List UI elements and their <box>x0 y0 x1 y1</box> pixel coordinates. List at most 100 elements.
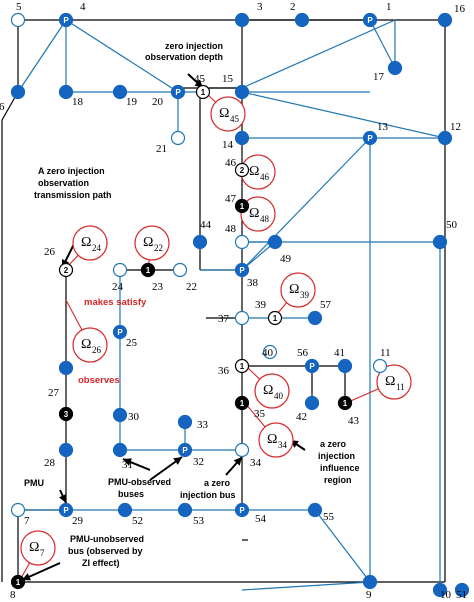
bus-number-n40: 40 <box>262 347 274 359</box>
bus-number-n26: 26 <box>44 246 56 258</box>
bus-number-n12: 12 <box>450 121 461 133</box>
annotation-zi-region-line3: influence <box>320 463 360 473</box>
bus-mark-n32: P <box>182 446 188 455</box>
bus-number-n52: 52 <box>132 515 143 527</box>
bus-mark-n1: P <box>367 16 373 25</box>
bus-node-n25 <box>112 324 128 340</box>
annotation-arrow-head-2 <box>59 494 67 503</box>
bus-number-n9: 9 <box>366 589 372 601</box>
bus-node-n28 <box>58 442 74 458</box>
bus-node-n3 <box>234 12 250 28</box>
bus-mark-n23: 1 <box>146 266 151 275</box>
bus-node-n54 <box>234 502 250 518</box>
region-subscript-o26: 26 <box>92 345 102 355</box>
bus-node-n19 <box>112 84 128 100</box>
bus-number-n44: 44 <box>200 219 212 231</box>
annotation-unobserved-line1: PMU-unobserved <box>70 534 144 544</box>
bus-number-n21: 21 <box>156 143 167 155</box>
bus-number-n42: 42 <box>296 411 307 423</box>
bus-node-n7 <box>10 502 26 518</box>
bus-node-n43 <box>337 395 353 411</box>
bus-node-n52 <box>117 502 133 518</box>
annotation-path-line3: transmission path <box>34 190 112 200</box>
bus-mark-n26: 2 <box>64 266 69 275</box>
bus-node-n53 <box>177 502 193 518</box>
bus-mark-n36: 1 <box>240 362 245 371</box>
bus-mark-n43: 1 <box>343 399 348 408</box>
bus-node-n32 <box>177 442 193 458</box>
bus-node-n13 <box>362 130 378 146</box>
annotation-zi-bus-line2: injection bus <box>180 490 236 500</box>
annotation-depth-line2: observation depth <box>145 52 223 62</box>
bus-node-n5 <box>10 12 26 28</box>
annotation-arrow-head-5 <box>233 457 242 466</box>
bus-number-n55: 55 <box>323 511 335 523</box>
bus-number-n20: 20 <box>152 96 164 108</box>
bus-node-n39 <box>267 310 283 326</box>
line-blue-3 <box>65 19 179 93</box>
bus-number-n46: 46 <box>225 157 237 169</box>
bus-mark-n38: P <box>239 266 245 275</box>
bus-node-n41 <box>337 358 353 374</box>
bus-node-n24 <box>112 262 128 278</box>
annotation-zi-region-line4: region <box>324 475 352 485</box>
region-symbol-o48: Ω <box>249 206 259 221</box>
bus-node-n44 <box>192 234 208 250</box>
bus-node-n51 <box>454 582 470 598</box>
bus-node-n26 <box>58 262 74 278</box>
bus-node-n48 <box>234 234 250 250</box>
line-blue-27 <box>314 509 371 583</box>
bus-mark-n46: 2 <box>240 166 245 175</box>
bus-node-n34 <box>234 442 250 458</box>
influence-region-o39 <box>280 272 316 308</box>
bus-node-n20 <box>170 84 186 100</box>
bus-mark-n39: 1 <box>273 314 278 323</box>
region-symbol-o34: Ω <box>267 432 277 447</box>
line-blue-11 <box>241 91 446 139</box>
bus-number-n18: 18 <box>72 96 84 108</box>
bus-mark-n45: 1 <box>201 88 206 97</box>
bus-number-n4: 4 <box>80 1 86 13</box>
bus-mark-n25: P <box>117 328 123 337</box>
annotation-zi-bus-line1: a zero <box>204 478 231 488</box>
bus-mark-n13: P <box>367 134 373 143</box>
bus-number-n5: 5 <box>16 1 22 13</box>
annotation-unobserved-line2: bus (observed by <box>68 546 143 556</box>
bus-node-n45 <box>195 84 211 100</box>
bus-number-n2: 2 <box>290 1 296 13</box>
bus-mark-n56: P <box>309 362 315 371</box>
bus-mark-n35: 1 <box>240 399 245 408</box>
bus-number-n10: 10 <box>440 589 452 601</box>
bus-number-n56: 56 <box>297 347 309 359</box>
bus-node-n46 <box>234 162 250 178</box>
annotation-pmu-observed-line1: PMU-observed <box>108 477 171 487</box>
bus-node-n36 <box>234 358 250 374</box>
region-subscript-o11: 11 <box>396 382 405 392</box>
region-symbol-o7: Ω <box>29 540 39 555</box>
bus-mark-n54: P <box>239 506 245 515</box>
annotation-arrow-head-7 <box>22 573 31 581</box>
bus-number-n33: 33 <box>197 419 209 431</box>
bus-number-n38: 38 <box>247 277 259 289</box>
bus-node-n2 <box>294 12 310 28</box>
bus-number-n53: 53 <box>193 515 205 527</box>
bus-number-n32: 32 <box>193 456 204 468</box>
influence-region-o34 <box>258 422 294 458</box>
bus-number-n37: 37 <box>218 313 230 325</box>
bus-number-n54: 54 <box>255 513 267 525</box>
bus-number-n51: 51 <box>456 589 467 601</box>
line-blue-28 <box>241 581 371 591</box>
bus-node-n11 <box>372 358 388 374</box>
bus-node-n8 <box>10 574 26 590</box>
bus-number-n25: 25 <box>126 337 138 349</box>
bus-number-n35: 35 <box>254 408 266 420</box>
bus-number-n19: 19 <box>126 96 138 108</box>
bus-number-n6: 6 <box>0 101 5 113</box>
bus-node-n57 <box>307 310 323 326</box>
bus-number-n29: 29 <box>72 515 84 527</box>
annotation-makes-satisfy: makes satisfy <box>84 297 147 308</box>
bus-number-n17: 17 <box>373 71 385 83</box>
bus-node-n22 <box>172 262 188 278</box>
region-subscript-o24: 24 <box>92 243 102 253</box>
